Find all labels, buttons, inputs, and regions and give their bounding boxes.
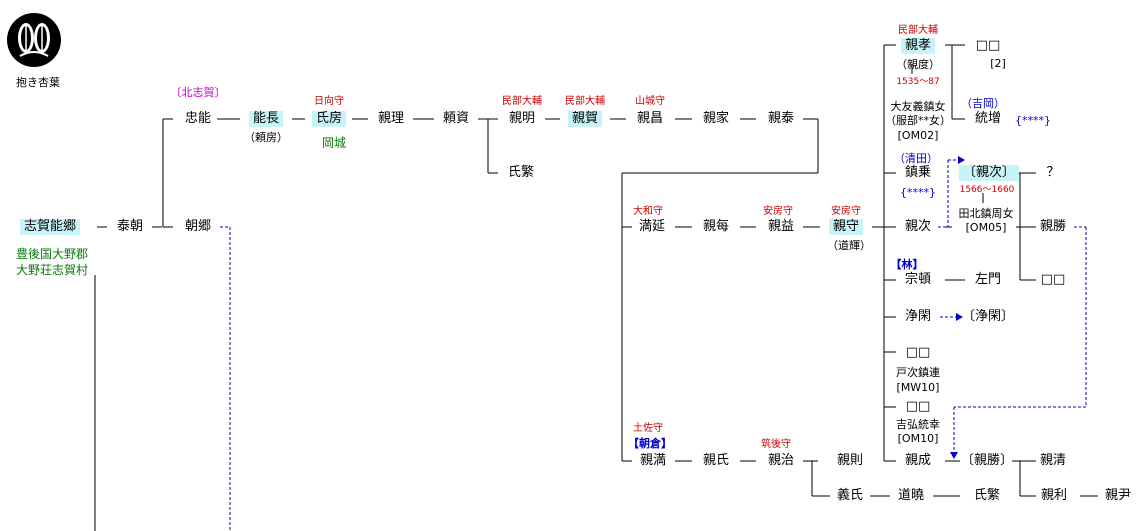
node-chikaka[interactable]: 親賀 [567, 111, 603, 127]
chikataka-child-note: [2] [990, 57, 1006, 70]
ujifusa-castle: 岡城 [321, 136, 347, 150]
node-shiga-yoshisato[interactable]: 志賀能郷 [19, 219, 81, 235]
node-jokan-box[interactable]: 〔浄閑〕 [961, 309, 1015, 324]
node-chikaie[interactable]: 親家 [702, 111, 730, 126]
node-chikakatsu-child[interactable]: □□ [1040, 272, 1066, 287]
node-dogyo[interactable]: 道曉 [897, 488, 925, 503]
node-munemasu[interactable]: 統增 [974, 111, 1002, 126]
node-chikauji[interactable]: 親氏 [702, 453, 730, 468]
node-chikatoshi[interactable]: 親利 [1040, 488, 1068, 503]
node-yoshiuji[interactable]: 義氏 [836, 488, 864, 503]
node-chikashige[interactable]: 親成 [904, 453, 932, 468]
node-ujishige[interactable]: 氏繁 [507, 165, 535, 180]
node-chikamasa[interactable]: 親理 [377, 111, 405, 126]
wife1-line1: 大友義鎮女 [890, 100, 946, 113]
root-place-line1: 豊後国大野郡 [15, 247, 89, 261]
node-ujishige2[interactable]: 氏繁 [973, 488, 1001, 503]
node-yasutomo[interactable]: 泰朝 [116, 219, 144, 234]
node-chikaie2[interactable]: 親尹 [1104, 488, 1132, 503]
chikamori-alt-name: （道輝） [827, 239, 871, 252]
node-chikatsugu[interactable]: 親次 [904, 219, 932, 234]
node-chikakatsu[interactable]: 親勝 [1039, 219, 1067, 234]
node-chikayasu[interactable]: 親泰 [767, 111, 795, 126]
mitsunobu-title: 大和守 [633, 206, 663, 217]
munemasu-note: {****} [1015, 114, 1051, 127]
node-yorisuke[interactable]: 頼資 [442, 111, 470, 126]
chikamasa2-title: 山城守 [635, 96, 665, 107]
node-tomosato[interactable]: 朝郷 [184, 219, 212, 234]
ujifusa-title: 日向守 [314, 96, 344, 107]
node-chikatsugu-box[interactable]: 〔親次〕 [958, 165, 1020, 181]
node-tadayoshi[interactable]: 忠能 [184, 111, 212, 126]
hayashi-tag: 【林】 [890, 258, 924, 271]
wife2-line1: 田北鎮周女 [958, 207, 1014, 220]
node-chikamitsu[interactable]: 親満 [639, 453, 667, 468]
node-chikataka[interactable]: 親孝 [900, 38, 936, 54]
node-chikataka-child[interactable]: □□ [975, 38, 1001, 53]
crest-label: 抱き杏葉 [16, 76, 60, 89]
wife1-line2: （服部**女） [885, 114, 951, 127]
node-chikamasu[interactable]: 親益 [767, 219, 795, 234]
tosa-title: 土佐守 [633, 423, 663, 434]
yoshihiro-name: 吉弘統幸 [896, 418, 940, 431]
node-chikamasa2[interactable]: 親昌 [636, 111, 664, 126]
node-chikatsune[interactable]: 親每 [702, 219, 730, 234]
tojiki-name: 戸次鎮連 [896, 366, 940, 379]
node-samon[interactable]: 左門 [974, 272, 1002, 287]
node-mitsunobu[interactable]: 満延 [638, 219, 666, 234]
chikataka-title: 民部大輔 [898, 25, 938, 36]
yoshioka-tag: （吉岡） [961, 97, 1005, 110]
node-jokan[interactable]: 浄閑 [904, 309, 932, 324]
node-chikaaki[interactable]: 親明 [508, 111, 536, 126]
kita-shiga-tag: 〔北志賀〕 [170, 86, 226, 99]
gyoyo-crest-icon [7, 13, 61, 67]
node-sq1[interactable]: □□ [905, 345, 931, 360]
yoshihiro-code: [OM10] [897, 432, 939, 445]
tojiki-code: [MW10] [896, 381, 940, 394]
wife2-code: [OM05] [965, 221, 1007, 234]
chikaka-title: 民部大輔 [565, 96, 605, 107]
chikamasu-title: 安房守 [763, 206, 793, 217]
chikataka-alt-name: （親度） [896, 58, 940, 71]
node-shigenori[interactable]: 鎮乗 [904, 165, 932, 180]
wife2-years: 1566～1660 [959, 185, 1015, 195]
node-chikakatsu-box[interactable]: 〔親勝〕 [960, 453, 1014, 468]
shigenori-note: {****} [900, 186, 936, 199]
chikaaki-title: 民部大輔 [502, 96, 542, 107]
wife1-years: 1535～87 [896, 77, 940, 87]
node-chikakiyo[interactable]: 親清 [1039, 453, 1067, 468]
kiyota-tag: （清田） [894, 152, 938, 165]
node-munetoshi[interactable]: 宗頓 [904, 272, 932, 287]
node-chikaharu[interactable]: 親治 [767, 453, 795, 468]
root-place-line2: 大野荘志賀村 [15, 263, 89, 277]
chikamori-title: 安房守 [831, 206, 861, 217]
node-ujifusa[interactable]: 氏房 [311, 111, 347, 127]
node-sq2[interactable]: □□ [905, 399, 931, 414]
asakura-tag: 【朝倉】 [628, 437, 672, 450]
chikaharu-title: 筑後守 [761, 439, 791, 450]
yoshinaga-alt-name: （頼房） [244, 131, 288, 144]
node-chikamori[interactable]: 親守 [828, 219, 864, 235]
wife1-code: [OM02] [897, 129, 939, 142]
node-yoshinaga[interactable]: 能長 [248, 111, 284, 127]
node-chikanori[interactable]: 親則 [836, 453, 864, 468]
crest-kamon [6, 12, 62, 72]
chikatsugu-question: ？ [1046, 165, 1060, 180]
